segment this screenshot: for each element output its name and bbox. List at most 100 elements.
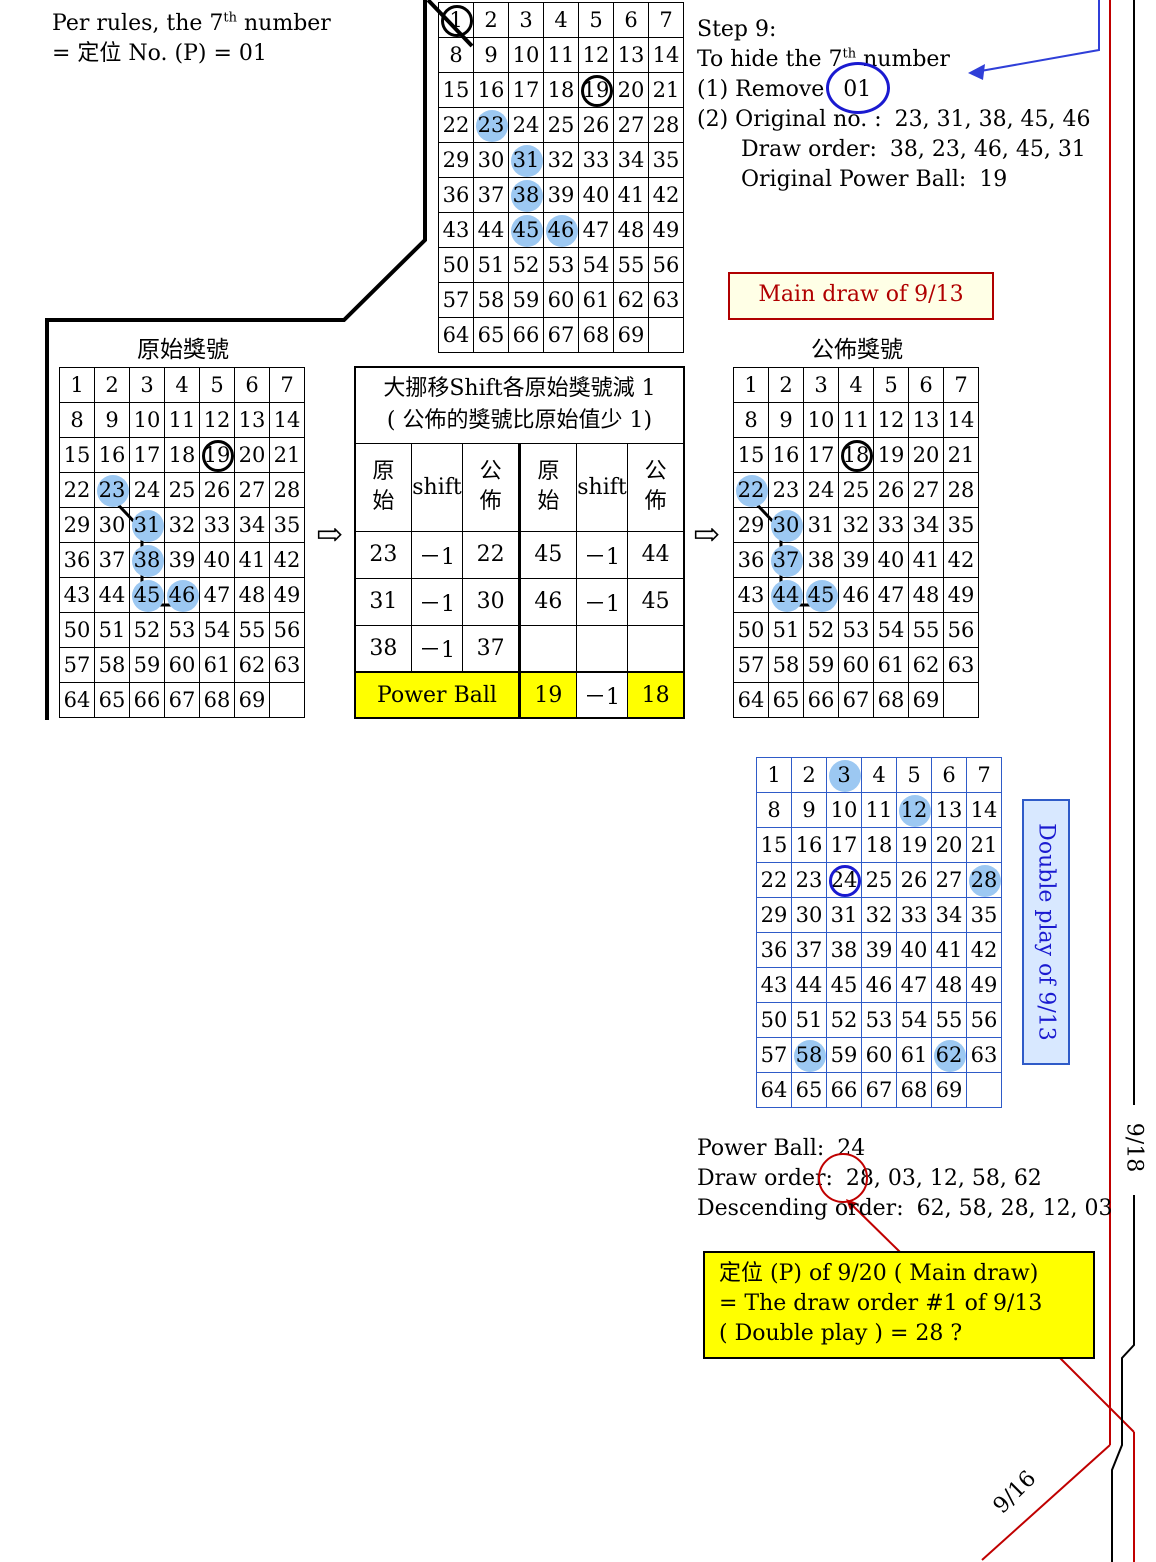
grid-double-cell: 44: [791, 967, 827, 1003]
grid-right-cell: 38: [803, 542, 839, 578]
grid-number: 62: [912, 653, 940, 677]
grid-double-cell: 61: [896, 1037, 932, 1073]
bottom-descending-line: Descending order: 62, 58, 28, 12, 03: [697, 1194, 1113, 1224]
grid-top-cell: 57: [438, 282, 474, 318]
grid-right-cell: 9: [768, 402, 804, 438]
grid-number: 21: [273, 443, 301, 467]
shift-cell: 37: [462, 624, 521, 673]
grid-top-cell: 56: [648, 247, 684, 283]
note-line1: 定位 (P) of 9/20 ( Main draw): [719, 1261, 1039, 1286]
grid-double-cell: 45: [826, 967, 862, 1003]
grid-right-cell: 51: [768, 612, 804, 648]
grid-number: 55: [935, 1008, 963, 1032]
grid-number: 3: [519, 8, 533, 32]
grid-right-cell: 4: [838, 367, 874, 403]
shift-cell: 45: [518, 530, 577, 579]
highlight-dot: [476, 110, 508, 142]
grid-top-cell: 42: [648, 177, 684, 213]
grid-top-cell: 10: [508, 37, 544, 73]
grid-number: 21: [947, 443, 975, 467]
grid-double-cell: 36: [756, 932, 792, 968]
rules-line2: = 定位 No. (P) = 01: [52, 41, 267, 66]
grid-number: 27: [617, 113, 645, 137]
grid-number: 32: [842, 513, 870, 537]
grid-number: 12: [203, 408, 231, 432]
grid-double-cell: 59: [826, 1037, 862, 1073]
grid-number: 24: [133, 478, 161, 502]
grid-number: 8: [767, 798, 781, 822]
grid-left-cell: 56: [269, 612, 305, 648]
grid-right-cell: 5: [873, 367, 909, 403]
power-ball-original: 19: [518, 671, 577, 719]
grid-number: 28: [970, 868, 998, 892]
ring-marker: [841, 440, 873, 472]
grid-right-cell: 40: [873, 542, 909, 578]
grid-number: 3: [814, 373, 828, 397]
grid-right-cell: 64: [733, 682, 769, 718]
grid-top-cell: 18: [543, 72, 579, 108]
step9-hide-line: To hide the 7th number: [697, 45, 950, 75]
grid-left-cell: 16: [94, 437, 130, 473]
grid-left-cell: 61: [199, 647, 235, 683]
highlight-dot: [511, 215, 543, 247]
grid-number: 66: [807, 688, 835, 712]
grid-left-cell: 33: [199, 507, 235, 543]
step9-original-line: (2) Original no. : 23, 31, 38, 45, 46: [697, 105, 1091, 135]
shift-cell: 22: [462, 530, 521, 579]
grid-right-cell: 66: [803, 682, 839, 718]
grid-number: 14: [273, 408, 301, 432]
grid-double-cell: 7: [966, 757, 1002, 793]
shift-cell: 45: [627, 577, 685, 626]
grid-number: 6: [919, 373, 933, 397]
grid-double-cell: 4: [861, 757, 897, 793]
grid-number: 35: [652, 148, 680, 172]
grid-number: 55: [912, 618, 940, 642]
grid-double-cell: 57: [756, 1037, 792, 1073]
shift-header-line2: ( 公佈的獎號比原始值少 1): [386, 408, 653, 434]
grid-right-title: 公佈獎號: [811, 337, 903, 363]
grid-left-cell: 10: [129, 402, 165, 438]
grid-left-cell: 11: [164, 402, 200, 438]
highlight-dot: [97, 475, 129, 507]
grid-right-cell: 39: [838, 542, 874, 578]
grid-number: 6: [942, 763, 956, 787]
grid-number: 43: [760, 973, 788, 997]
shift-cell: 31: [354, 577, 412, 626]
grid-left-title: 原始獎號: [137, 337, 229, 363]
grid-top-cell: 40: [578, 177, 614, 213]
grid-number: 12: [900, 798, 928, 822]
rules-line1-pre: Per rules, the 7: [52, 11, 224, 36]
grid-top-cell: 16: [473, 72, 509, 108]
grid-left-cell: 13: [234, 402, 270, 438]
grid-left-cell: 48: [234, 577, 270, 613]
grid-number: 8: [70, 408, 84, 432]
grid-number: 30: [772, 513, 800, 537]
grid-number: 10: [807, 408, 835, 432]
grid-top-cell: 45: [508, 212, 544, 248]
grid-number: 65: [98, 688, 126, 712]
grid-number: 61: [900, 1043, 928, 1067]
grid-number: 65: [477, 323, 505, 347]
grid-right-cell: 10: [803, 402, 839, 438]
grid-number: 11: [865, 798, 893, 822]
grid-double-cell: 3: [826, 757, 862, 793]
grid-double-cell: 2: [791, 757, 827, 793]
grid-top-cell: 25: [543, 107, 579, 143]
grid-double-cell: 55: [931, 1002, 967, 1038]
shift-cell: －1: [575, 577, 629, 626]
grid-left-cell: 31: [129, 507, 165, 543]
grid-double-cell: 8: [756, 792, 792, 828]
grid-number: 37: [98, 548, 126, 572]
grid-number: 29: [63, 513, 91, 537]
grid-left-cell: 15: [59, 437, 95, 473]
grid-left-cell: 19: [199, 437, 235, 473]
grid-number: 53: [842, 618, 870, 642]
highlight-dot: [794, 1040, 826, 1072]
grid-left-cell: 20: [234, 437, 270, 473]
grid-number: 34: [617, 148, 645, 172]
grid-number: 52: [830, 1008, 858, 1032]
